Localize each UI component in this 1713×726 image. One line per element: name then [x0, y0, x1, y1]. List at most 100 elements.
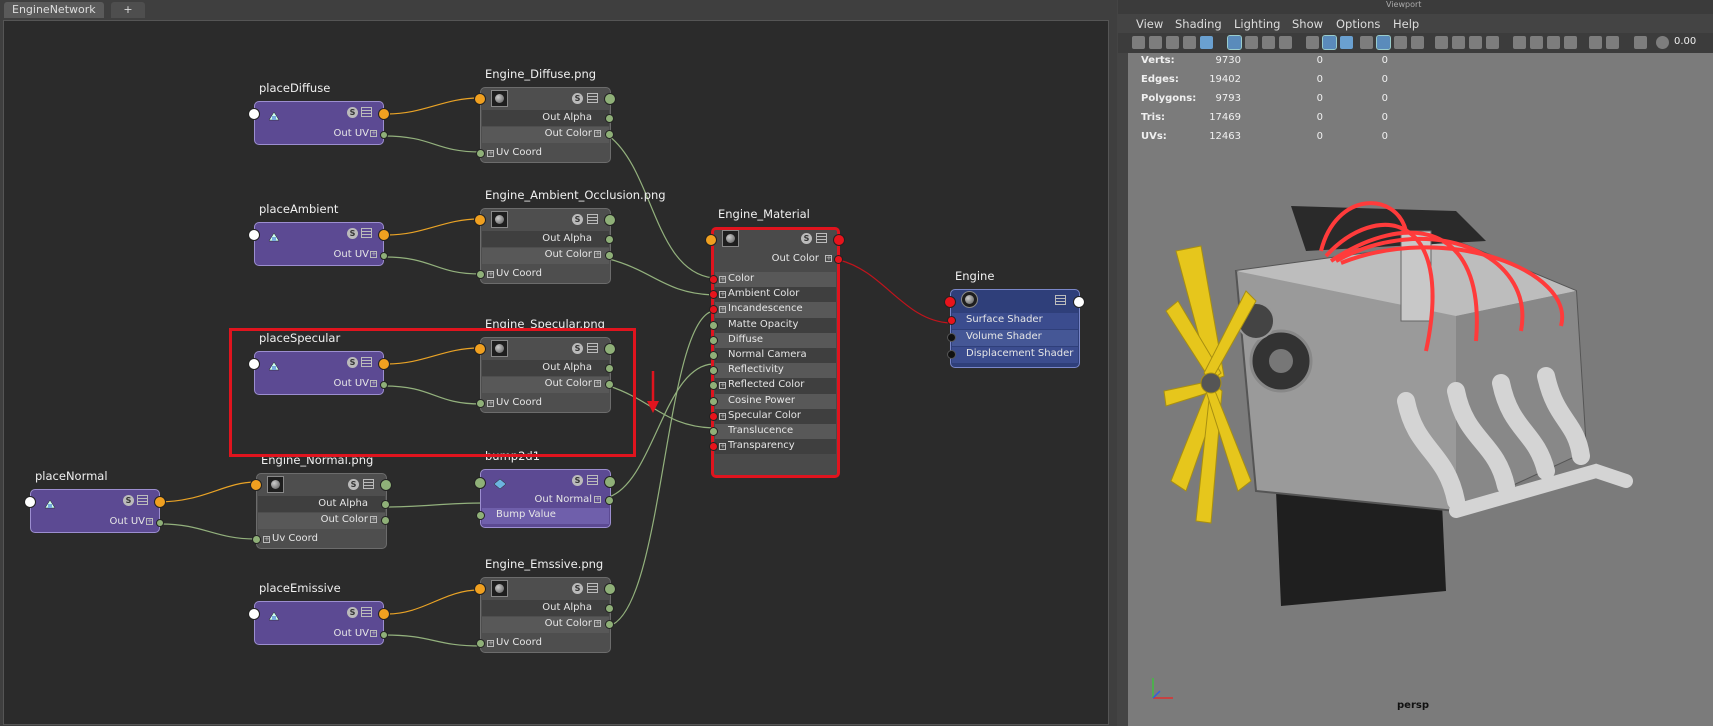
attribute-list-icon[interactable] [587, 583, 598, 593]
node-place-normal[interactable]: placeNormal S Out UV + [24, 469, 166, 533]
attribute-list-icon[interactable] [587, 475, 598, 485]
out-color-port[interactable] [605, 380, 614, 389]
out-alpha-port[interactable] [605, 235, 614, 244]
expand-icon[interactable]: + [594, 129, 601, 137]
wireframe-icon[interactable] [1306, 36, 1319, 49]
out-color-port[interactable] [381, 516, 390, 525]
swatch-toggle-icon[interactable]: S [123, 495, 134, 506]
material-attr-port[interactable] [709, 275, 718, 284]
input-port[interactable] [248, 229, 260, 241]
expand-icon[interactable]: + [719, 305, 726, 314]
expand-icon[interactable]: + [719, 381, 726, 390]
gamma-icon[interactable] [1606, 36, 1619, 49]
swatch-toggle-icon[interactable]: S [572, 343, 583, 354]
displacement-shader-port[interactable] [947, 350, 956, 359]
input-port[interactable] [474, 93, 486, 105]
expand-icon[interactable]: + [719, 290, 726, 299]
anti-aliasing-icon[interactable] [1469, 36, 1482, 49]
swatch-toggle-icon[interactable]: S [348, 479, 359, 490]
exposure-reset-icon[interactable] [1656, 36, 1669, 49]
out-uv-port[interactable] [380, 252, 388, 260]
input-port[interactable] [248, 608, 260, 620]
input-port[interactable] [250, 479, 262, 491]
add-tab-button[interactable]: + [111, 2, 145, 18]
uv-coord-port[interactable] [476, 149, 485, 158]
out-color-port[interactable] [605, 251, 614, 260]
grid-icon[interactable] [1227, 35, 1242, 50]
node-engine-material[interactable]: Engine_Material S Out Color + +Color+Amb… [705, 207, 845, 478]
material-attr-port[interactable] [709, 442, 718, 452]
output-port[interactable] [604, 93, 616, 105]
out-alpha-port[interactable] [381, 500, 390, 509]
uv-coord-port[interactable] [476, 639, 485, 648]
expand-icon[interactable]: + [370, 515, 377, 523]
shadows-icon[interactable] [1411, 36, 1424, 49]
bookmark-icon[interactable] [1183, 36, 1196, 49]
node-file-specular[interactable]: Engine_Specular.png S Out Alpha Out Colo… [474, 317, 616, 413]
swatch-toggle-icon[interactable]: S [801, 233, 812, 244]
node-file-emissive[interactable]: Engine_Emssive.png S Out Alpha Out Color… [474, 557, 616, 653]
attribute-list-icon[interactable] [587, 343, 598, 353]
output-port[interactable] [378, 108, 390, 120]
out-alpha-port[interactable] [605, 604, 614, 613]
expand-icon[interactable]: + [370, 629, 377, 637]
out-uv-port[interactable] [380, 131, 388, 139]
out-uv-port[interactable] [380, 381, 388, 389]
swatch-toggle-icon[interactable]: S [572, 214, 583, 225]
attribute-list-icon[interactable] [361, 107, 372, 117]
lock-camera-icon[interactable] [1149, 36, 1162, 49]
ambient-occlusion-icon[interactable] [1435, 36, 1448, 49]
attribute-list-icon[interactable] [361, 357, 372, 367]
out-uv-port[interactable] [156, 519, 164, 527]
uv-coord-port[interactable] [476, 399, 485, 408]
uv-coord-port[interactable] [476, 270, 485, 279]
material-attr-port[interactable] [709, 396, 718, 406]
image-plane-icon[interactable] [1200, 36, 1213, 49]
menu-options[interactable]: Options [1336, 17, 1381, 31]
textured-icon[interactable] [1376, 35, 1391, 50]
expand-icon[interactable]: + [719, 442, 726, 451]
input-port[interactable] [248, 108, 260, 120]
menu-view[interactable]: View [1136, 17, 1164, 31]
input-port[interactable] [474, 214, 486, 226]
camera-attributes-icon[interactable] [1166, 36, 1179, 49]
volume-shader-port[interactable] [947, 333, 956, 342]
expand-icon[interactable]: + [487, 399, 494, 407]
input-port[interactable] [474, 477, 486, 489]
attribute-list-icon[interactable] [361, 228, 372, 238]
out-alpha-port[interactable] [605, 364, 614, 373]
smooth-shade-icon[interactable] [1322, 35, 1337, 50]
node-bump2d[interactable]: bump2d1 S Out Normal + Bump Value [474, 449, 616, 528]
swatch-toggle-icon[interactable]: S [572, 475, 583, 486]
attribute-list-icon[interactable] [587, 214, 598, 224]
output-port[interactable] [833, 234, 845, 246]
exposure-value[interactable]: 0.00 [1674, 36, 1697, 47]
attribute-list-icon[interactable] [816, 233, 827, 243]
material-attr-port[interactable] [709, 335, 718, 345]
swatch-toggle-icon[interactable]: S [347, 107, 358, 118]
material-attr-port[interactable] [709, 366, 718, 376]
out-normal-port[interactable] [605, 496, 614, 505]
toggle-hud-icon[interactable] [1564, 36, 1577, 49]
swatch-toggle-icon[interactable]: S [572, 583, 583, 594]
output-port[interactable] [604, 583, 616, 595]
expand-icon[interactable]: + [719, 275, 726, 283]
attribute-list-icon[interactable] [363, 479, 374, 489]
menu-lighting[interactable]: Lighting [1234, 17, 1281, 31]
node-place-specular[interactable]: placeSpecular S Out UV + [248, 331, 390, 395]
output-port[interactable] [1073, 296, 1085, 308]
out-color-port[interactable] [605, 130, 614, 139]
expand-icon[interactable]: + [370, 379, 377, 387]
expand-icon[interactable]: + [263, 535, 270, 543]
node-place-diffuse[interactable]: placeDiffuse S Out UV + [248, 81, 390, 145]
film-gate-icon[interactable] [1245, 36, 1258, 49]
input-port[interactable] [705, 234, 717, 246]
material-attr-port[interactable] [709, 411, 718, 421]
node-place-ambient[interactable]: placeAmbient S Out UV + [248, 202, 390, 266]
material-attr-port[interactable] [709, 427, 718, 436]
expand-icon[interactable]: + [487, 149, 494, 157]
input-port[interactable] [248, 358, 260, 370]
material-attr-port[interactable] [709, 381, 718, 391]
node-graph-canvas[interactable]: placeDiffuse S Out UV + placeAmbient S O… [3, 20, 1109, 725]
